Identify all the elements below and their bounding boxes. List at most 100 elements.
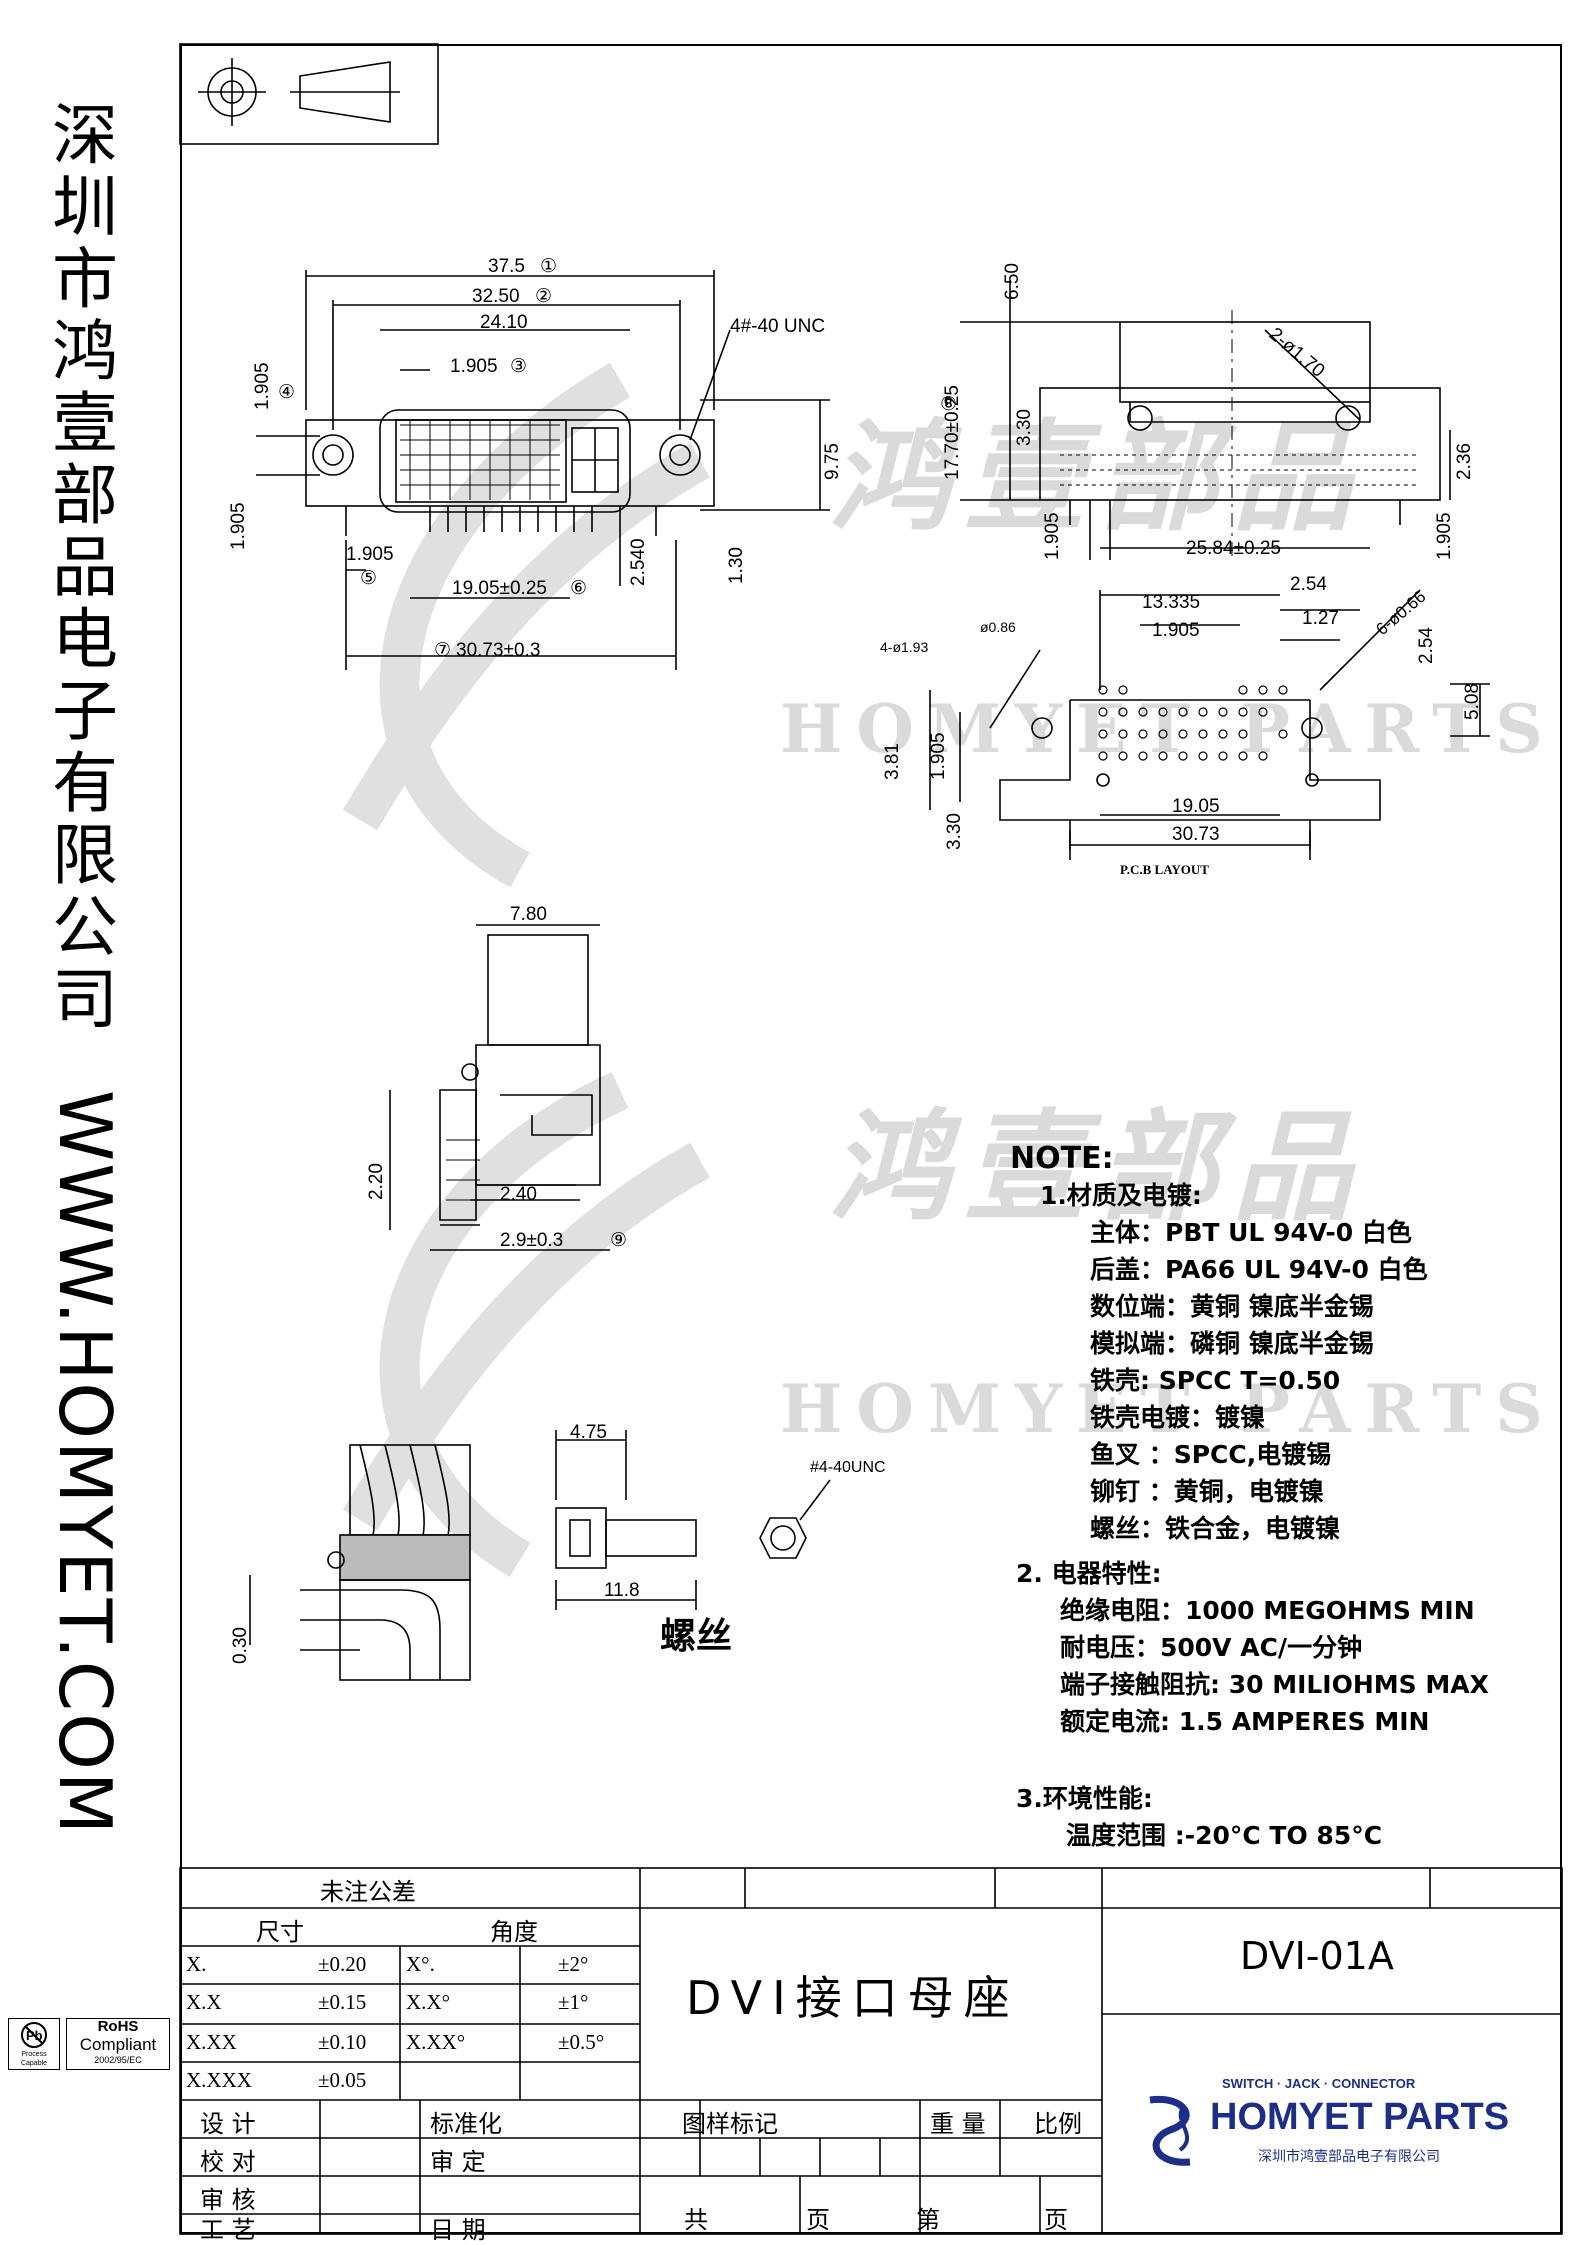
dim-11-8: 11.8 <box>604 1580 640 1601</box>
dim-4-dia-1-93: 4-ø1.93 <box>880 639 928 655</box>
review-label: 审 核 <box>200 2186 256 2214</box>
design-label: 设 计 <box>200 2110 256 2138</box>
dim-2-540: 2.540 <box>628 538 649 586</box>
tol-row2-format: X.X <box>186 1990 222 2014</box>
dim-ref-3: ③ <box>510 356 527 377</box>
dim-ref-9: ⑨ <box>610 1230 627 1251</box>
note-environment-1: 温度范围 :-20°C TO 85°C <box>1066 1821 1383 1850</box>
dim-3-81: 3.81 <box>882 743 903 780</box>
note-material-2: 后盖：PA66 UL 94V-0 白色 <box>1090 1255 1428 1284</box>
brand-name: HOMYET PARTS <box>1210 2096 1510 2138</box>
dim-25-84: 25.84±0.25 <box>1186 538 1281 559</box>
note-material-1: 主体：PBT UL 94V-0 白色 <box>1090 1218 1412 1247</box>
dim-30-73: 30.73±0.3 <box>456 640 540 661</box>
dim-2-20: 2.20 <box>366 1163 387 1200</box>
pb-free-badge: Pb Process Capable <box>8 2018 60 2070</box>
dim-2-54-b: 2.54 <box>1416 627 1437 664</box>
dim-4-40unc: #4-40UNC <box>810 1459 886 1476</box>
projection-cone-icon <box>299 61 391 123</box>
note-material-7: 鱼叉 ：SPCC,电镀锡 <box>1090 1440 1332 1469</box>
dim-2-dia-1-70: 2-ø1.70 <box>1265 324 1329 382</box>
tol-row3-value: ±0.10 <box>318 2030 367 2054</box>
dim-19-05-b: 19.05 <box>1172 796 1220 817</box>
dim-ref-4: ④ <box>278 382 295 403</box>
brand-company: 深圳市鸿壹部品电子有限公司 <box>1258 2149 1440 2165</box>
rohs-badge: RoHS Compliant 2002/95/EC <box>66 2018 170 2070</box>
side-view <box>960 280 1451 560</box>
rohs-compliant: Compliant <box>79 2035 157 2054</box>
note-material-5: 铁壳: SPCC T=0.50 <box>1090 1366 1341 1395</box>
dim-ref-5: ⑤ <box>360 568 377 589</box>
dim-dia-0-86: ø0.86 <box>980 619 1016 635</box>
dim-2-40: 2.40 <box>500 1184 537 1205</box>
dim-1-905-h: 1.905 <box>928 732 949 780</box>
tolerance-label: 未注公差 <box>320 1878 416 1906</box>
dim-3-30-b: 3.30 <box>944 813 965 850</box>
dim-32-50: 32.50 <box>472 286 520 307</box>
notes-electrical-title: 2. 电器特性: <box>1016 1559 1162 1588</box>
tol-row2-value: ±0.15 <box>318 1990 367 2014</box>
note-material-9: 螺丝：铁合金，电镀镍 <box>1090 1514 1341 1543</box>
note-electrical-3: 端子接触阻抗: 30 MILIOHMS MAX <box>1060 1670 1489 1699</box>
tol-row3-format: X.XX <box>186 2030 237 2054</box>
dim-19-05: 19.05±0.25 <box>452 578 547 599</box>
contact-section-view <box>249 1444 471 1681</box>
dim-1-27: 1.27 <box>1302 608 1339 629</box>
note-material-6: 铁壳电镀：镀镍 <box>1090 1403 1266 1432</box>
tol-row1-format: X. <box>186 1952 207 1976</box>
weight-label: 重 量 <box>930 2110 986 2138</box>
note-material-3: 数位端：黄铜 镍底半金锡 <box>1090 1292 1374 1321</box>
dim-ref-7: ⑦ <box>434 640 451 661</box>
dim-2-36: 2.36 <box>1454 443 1475 480</box>
dim-ref-8: ⑧ <box>940 394 957 415</box>
scale-label: 比例 <box>1034 2110 1082 2138</box>
page-label-2: 页 <box>1044 2206 1068 2234</box>
note-material-4: 模拟端：磷铜 镍底半金锡 <box>1090 1329 1374 1358</box>
rohs-badges: Pb Process Capable RoHS Compliant 2002/9… <box>4 2016 172 2074</box>
pb-label-1: Process <box>21 2051 47 2058</box>
watermark-en-1: HOMYET PARTS <box>780 690 1557 768</box>
note-electrical-4: 额定电流: 1.5 AMPERES MIN <box>1060 1707 1430 1736</box>
angle-header: 角度 <box>490 1918 538 1946</box>
rohs-directive: 2002/95/EC <box>94 2055 142 2065</box>
tol-row1-value: ±0.20 <box>318 1952 367 1976</box>
company-name-vertical: 深圳市鸿壹部品电子有限公司 <box>52 97 118 1038</box>
rohs-label: RoHS <box>97 2018 139 2035</box>
tol-row2-angle-value: ±1° <box>558 1990 589 2014</box>
process-label: 工 艺 <box>200 2216 256 2244</box>
note-electrical-2: 耐电压：500V AC/一分钟 <box>1060 1633 1363 1662</box>
dim-1-905-a: 1.905 <box>450 356 498 377</box>
note-electrical-1: 绝缘电阻：1000 MEGOHMS MIN <box>1060 1596 1475 1625</box>
dim-3-30-a: 3.30 <box>1014 409 1035 446</box>
size-header: 尺寸 <box>256 1918 304 1946</box>
dim-6-50: 6.50 <box>1002 263 1023 300</box>
note-material-8: 铆钉 ：黄铜，电镀镍 <box>1090 1477 1324 1506</box>
date-label: 日 期 <box>430 2216 486 2244</box>
watermark-en-2: HOMYET PARTS <box>780 1370 1557 1448</box>
pcb-layout-label: P.C.B LAYOUT <box>1120 862 1209 877</box>
dim-ref-1: ① <box>540 256 557 277</box>
dim-ref-2: ② <box>535 286 552 307</box>
dim-5-08: 5.08 <box>1462 683 1483 720</box>
notes-title: NOTE: <box>1010 1141 1114 1176</box>
tol-row4-value: ±0.05 <box>318 2068 367 2092</box>
brand-logo-icon <box>1149 2095 1191 2166</box>
dim-17-70: 17.70±0.25 <box>942 385 963 480</box>
dim-24-10: 24.10 <box>480 312 528 333</box>
dim-2-54-a: 2.54 <box>1290 574 1327 595</box>
drawing-mark-label: 图样标记 <box>682 2110 778 2138</box>
screw-view <box>555 1430 831 1610</box>
dim-37-5: 37.5 <box>488 256 525 277</box>
standardization-label: 标准化 <box>430 2110 502 2138</box>
projection-symbol-box <box>179 43 439 145</box>
dim-0-30: 0.30 <box>230 1627 251 1664</box>
dim-1-905-c: 1.905 <box>228 502 249 550</box>
notes-section: NOTE: 1.材质及电镀: 主体：PBT UL 94V-0 白色 后盖：PA6… <box>1010 1140 1550 1854</box>
brand-tagline: SWITCH · JACK · CONNECTOR <box>1222 2076 1416 2091</box>
dim-ref-6: ⑥ <box>570 578 587 599</box>
check-label: 校 对 <box>200 2148 256 2176</box>
approval-label: 审 定 <box>430 2148 486 2176</box>
screw-label: 螺丝 <box>660 1616 732 1657</box>
dim-9-75: 9.75 <box>822 443 843 480</box>
